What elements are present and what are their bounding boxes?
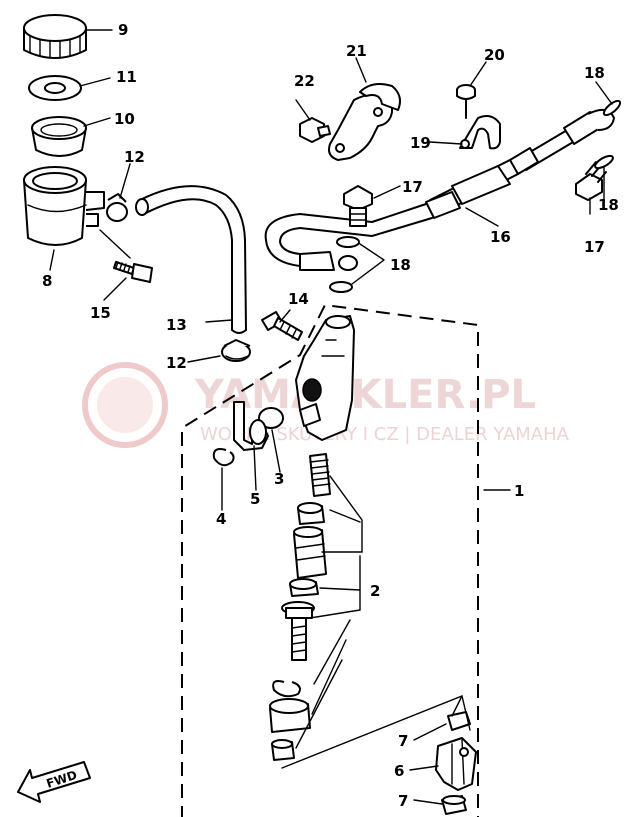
watermark-brand: YAMASKLER.PL: [194, 372, 536, 418]
reservoir-cap: [23, 14, 87, 59]
hose-bracket: [328, 83, 401, 161]
label-6: 6: [394, 762, 404, 780]
gasket-18-center: [329, 236, 360, 293]
reservoir-hose: [135, 185, 247, 334]
o-ring: [258, 407, 284, 429]
label-9: 9: [118, 21, 128, 39]
hose-clamp-bottom: [221, 339, 251, 362]
diaphragm-plate: [28, 75, 82, 101]
label-15: 15: [90, 304, 111, 322]
label-20: 20: [484, 46, 505, 64]
leader-lines: [49, 29, 613, 805]
piston-kit: [269, 453, 331, 761]
circlip: [212, 448, 235, 467]
bracket-bolt: [299, 117, 331, 143]
label-12-top: 12: [124, 148, 145, 166]
union-bolt-right: [575, 161, 607, 201]
label-18-top: 18: [584, 64, 605, 82]
label-14: 14: [288, 290, 309, 308]
label-19: 19: [410, 134, 431, 152]
label-5: 5: [250, 490, 260, 508]
label-18-right: 18: [598, 196, 619, 214]
hose-clamp-19: [459, 115, 501, 150]
label-21: 21: [346, 42, 367, 60]
label-1: 1: [514, 482, 524, 500]
hose-clamp-top: [106, 193, 128, 222]
label-12-bottom: 12: [166, 354, 187, 372]
label-11: 11: [116, 68, 137, 86]
label-22: 22: [294, 72, 315, 90]
label-7-top: 7: [398, 732, 408, 750]
label-8: 8: [42, 272, 52, 290]
brake-hose: [264, 108, 615, 271]
assembly-outline: [181, 303, 479, 817]
reservoir-body: [23, 166, 105, 246]
label-17-right: 17: [584, 238, 605, 256]
union-bolt-center: [343, 185, 373, 227]
watermark-logo-icon: [82, 362, 168, 448]
label-3: 3: [274, 470, 284, 488]
watermark: YAMASKLER.PL WODNE SKUTERY I CZ | DEALER…: [82, 362, 570, 448]
diaphragm: [31, 116, 87, 157]
bleed-bolt: [261, 311, 303, 341]
gasket-18-top: [602, 99, 622, 117]
label-10: 10: [114, 110, 135, 128]
label-7-bottom: 7: [398, 792, 408, 810]
master-cylinder-body: [295, 315, 355, 441]
label-18-center: 18: [390, 256, 411, 274]
fwd-arrow-icon: FWD: [17, 761, 91, 803]
clamp-screw: [456, 84, 476, 119]
label-16: 16: [490, 228, 511, 246]
label-17-center: 17: [402, 178, 423, 196]
label-13: 13: [166, 316, 187, 334]
label-2: 2: [370, 582, 380, 600]
part-labels: 9 11 10 12 8 15 13 12 22 21 20 19 18 17 …: [42, 21, 619, 810]
joint-fitting: [233, 401, 269, 451]
label-4: 4: [216, 510, 226, 528]
clevis-assembly: [435, 711, 477, 815]
reservoir-bolt: [113, 261, 153, 283]
gasket-18-right: [594, 154, 614, 170]
